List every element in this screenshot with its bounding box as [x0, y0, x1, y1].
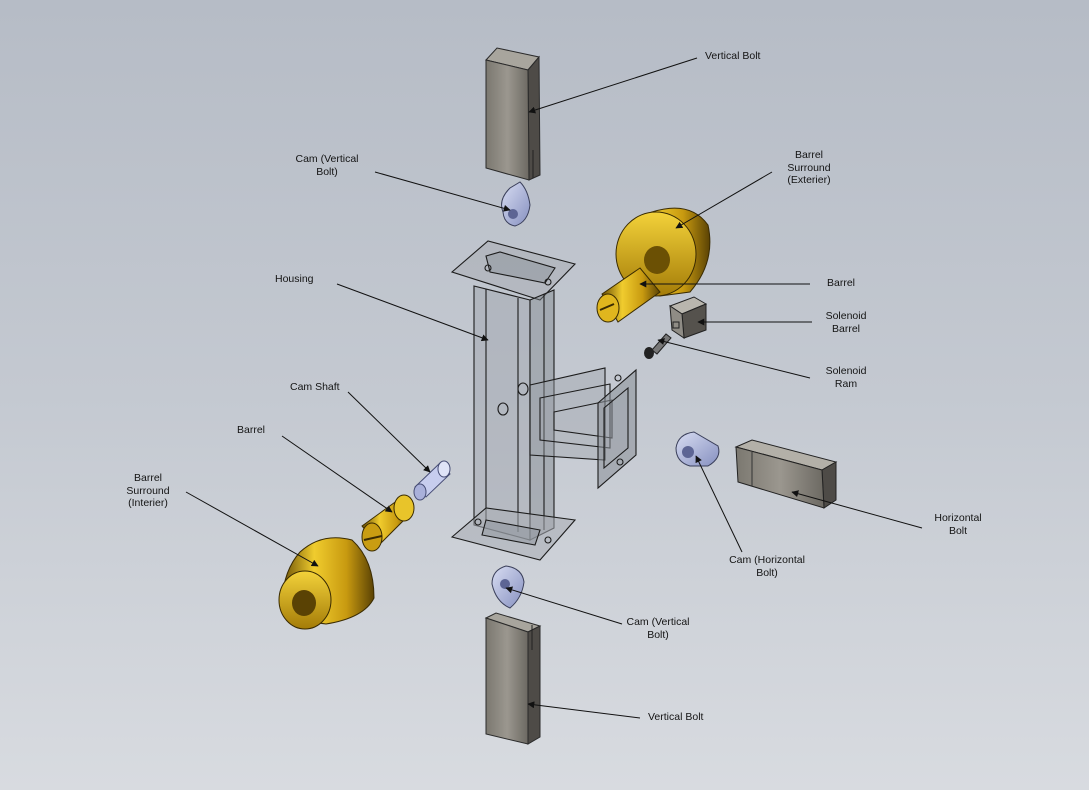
leader-barrel-surround-exterior — [675, 171, 773, 229]
leader-cam-vertical-bolt-top — [374, 171, 511, 212]
label-cam-vertical-bolt-top: Cam (Vertical Bolt) — [295, 153, 359, 178]
horizontal-bolt-part — [734, 439, 838, 509]
leader-cam-shaft — [347, 391, 431, 473]
label-barrel-surround-exterior: Barrel Surround (Exterier) — [787, 149, 831, 186]
label-cam-vertical-bolt-bottom: Cam (Vertical Bolt) — [626, 616, 690, 641]
vertical-bolt-top-part — [485, 47, 541, 181]
leader-lines — [185, 57, 923, 719]
label-solenoid-barrel: Solenoid Barrel — [825, 310, 867, 335]
solenoid-barrel-part — [668, 296, 708, 339]
leader-barrel-left — [281, 435, 393, 513]
solenoid-ram-part — [644, 333, 672, 359]
label-cam-shaft: Cam Shaft — [290, 381, 340, 393]
label-housing: Housing — [275, 273, 314, 285]
leader-horizontal-bolt — [791, 490, 923, 529]
barrel-left-part — [361, 494, 415, 552]
leader-solenoid-ram — [657, 338, 811, 379]
leader-vertical-bolt-top — [528, 57, 698, 114]
label-solenoid-ram: Solenoid Ram — [825, 365, 867, 390]
vertical-bolt-bottom-part — [484, 612, 542, 745]
label-barrel-surround-interior: Barrel Surround (Interier) — [126, 472, 170, 509]
cam-vertical-bolt-top-part — [501, 181, 531, 227]
leader-barrel-surround-interior — [185, 491, 319, 567]
leader-cam-horizontal-bolt — [695, 455, 743, 553]
label-cam-horizontal-bolt: Cam (Horizontal Bolt) — [729, 554, 805, 579]
housing-part — [450, 240, 637, 561]
label-vertical-bolt-top: Vertical Bolt — [705, 50, 761, 62]
cam-vertical-bolt-bottom-part — [491, 565, 525, 609]
leader-housing — [336, 283, 489, 342]
barrel-surround-interior-part — [278, 537, 375, 630]
cam-shaft-part — [413, 460, 451, 501]
cam-horizontal-bolt-part — [675, 431, 720, 467]
label-barrel-right: Barrel — [827, 277, 856, 289]
leader-vertical-bolt-bottom — [527, 701, 641, 719]
leader-cam-vertical-bolt-bottom — [505, 586, 623, 625]
label-horizontal-bolt: Horizontal Bolt — [934, 512, 982, 537]
label-barrel-left: Barrel — [237, 424, 266, 436]
label-vertical-bolt-bottom: Vertical Bolt — [648, 711, 704, 723]
